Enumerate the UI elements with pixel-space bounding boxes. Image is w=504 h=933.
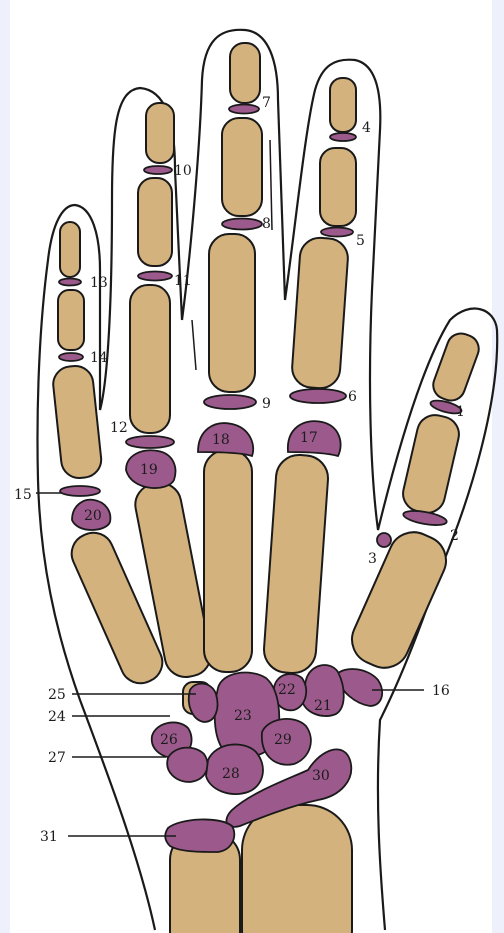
- label-27: 27: [48, 750, 66, 766]
- label-15: 15: [14, 487, 32, 503]
- middle-distal-phalanx: [230, 43, 260, 103]
- cartilage-6: [290, 389, 346, 403]
- cartilage-14: [59, 353, 83, 361]
- ring-middle-phalanx: [138, 178, 172, 266]
- ring-proximal-phalanx: [130, 285, 170, 433]
- label-13: 13: [90, 275, 108, 291]
- little-distal-phalanx: [60, 222, 80, 277]
- sesamoid-3: [377, 533, 391, 547]
- label-4: 4: [362, 120, 371, 136]
- cartilage-11: [138, 272, 172, 281]
- label-23: 23: [234, 708, 252, 724]
- cartilage-7: [229, 105, 259, 114]
- label-18: 18: [212, 432, 230, 448]
- radius: [242, 805, 352, 933]
- index-middle-phalanx: [320, 148, 356, 226]
- cartilage-9: [204, 395, 256, 409]
- label-11: 11: [174, 273, 192, 289]
- label-22: 22: [278, 682, 296, 698]
- cartilage-8: [222, 219, 262, 230]
- middle-middle-phalanx: [222, 118, 262, 216]
- middle-proximal-phalanx: [209, 234, 255, 392]
- cartilage-13: [59, 279, 81, 286]
- label-5: 5: [356, 233, 365, 249]
- label-25: 25: [48, 687, 66, 703]
- cartilage-5: [321, 228, 353, 237]
- label-28: 28: [222, 766, 240, 782]
- label-14: 14: [90, 350, 108, 366]
- label-20: 20: [84, 508, 102, 524]
- label-30: 30: [312, 768, 330, 784]
- label-10: 10: [174, 163, 192, 179]
- cartilage-15: [60, 486, 100, 496]
- label-16: 16: [432, 683, 450, 699]
- label-2: 2: [450, 528, 459, 544]
- label-19: 19: [140, 462, 158, 478]
- label-12: 12: [110, 420, 128, 436]
- ring-distal-phalanx: [146, 103, 174, 163]
- cartilage-12: [126, 436, 174, 448]
- label-8: 8: [262, 216, 271, 232]
- label-6: 6: [348, 389, 357, 405]
- label-9: 9: [262, 396, 271, 412]
- label-31: 31: [40, 829, 58, 845]
- label-26: 26: [160, 732, 178, 748]
- label-1: 1: [456, 404, 465, 420]
- cartilage-10: [144, 166, 172, 174]
- label-7: 7: [262, 95, 271, 111]
- label-29: 29: [274, 732, 292, 748]
- cartilage-4: [330, 133, 356, 141]
- label-17: 17: [300, 430, 318, 446]
- carpal-27: [167, 748, 207, 782]
- index-distal-phalanx: [330, 78, 356, 132]
- middle-metacarpal: [204, 450, 252, 672]
- label-21: 21: [314, 698, 332, 714]
- label-3: 3: [368, 551, 377, 567]
- label-24: 24: [48, 709, 66, 725]
- index-proximal-phalanx: [291, 237, 349, 390]
- little-middle-phalanx: [58, 290, 84, 350]
